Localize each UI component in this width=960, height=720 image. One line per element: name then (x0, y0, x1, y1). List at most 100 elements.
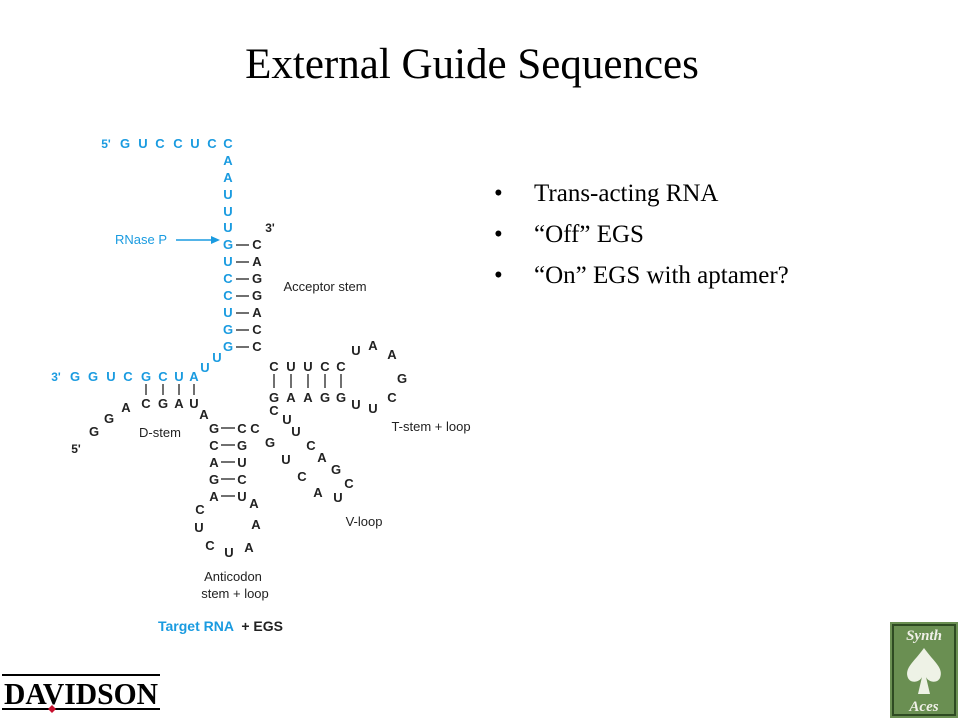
logo-red-diamond-icon (48, 705, 56, 713)
nucleotide: C (252, 237, 262, 252)
nucleotide: U (189, 396, 198, 411)
nucleotide: A (244, 540, 254, 555)
nucleotide: C (320, 359, 330, 374)
egs-trna-diagram: 5' G U C C U C C A A U U U G U C C U G G… (51, 136, 470, 634)
bullet-item: • “Off” EGS (494, 221, 789, 262)
nucleotide: A (174, 396, 184, 411)
nucleotide: G (89, 424, 99, 439)
nucleotide: G (336, 390, 346, 405)
nucleotide: U (351, 343, 360, 358)
nucleotide: U (223, 220, 232, 235)
target-rna-label: Target RNA (158, 618, 234, 634)
bullet-list: •Trans-acting RNA • “Off” EGS • “On” EGS w… (494, 180, 789, 303)
bullet-dot-icon: • (494, 262, 503, 289)
nucleotide: G (158, 396, 168, 411)
nucleotide: U (223, 254, 232, 269)
nucleotide: U (223, 187, 232, 202)
nucleotide: U (190, 136, 199, 151)
nucleotide: A (368, 338, 378, 353)
nucleotide: A (189, 369, 199, 384)
nucleotide: C (209, 438, 219, 453)
v-loop-label: V-loop (346, 514, 383, 529)
nucleotide: U (237, 455, 246, 470)
nucleotide: C (123, 369, 133, 384)
nucleotide: C (344, 476, 354, 491)
nucleotide: U (237, 489, 246, 504)
nucleotide: U (368, 401, 377, 416)
nucleotide: C (205, 538, 215, 553)
nucleotide: G (141, 369, 151, 384)
nucleotide: C (223, 288, 233, 303)
nucleotide: G (252, 288, 262, 303)
nucleotide: G (223, 339, 233, 354)
nucleotide: G (223, 237, 233, 252)
bullet-text: “On” EGS with aptamer? (534, 262, 789, 289)
nucleotide: C (237, 472, 247, 487)
anticodon-label: Anticodon (204, 569, 262, 584)
d-stem-label: D-stem (139, 425, 181, 440)
spade-icon (907, 648, 941, 694)
nucleotide: G (120, 136, 130, 151)
nucleotide: U (303, 359, 312, 374)
nucleotide: G (209, 472, 219, 487)
nucleotide: C (269, 403, 279, 418)
nucleotide: A (387, 347, 397, 362)
nucleotide: C (223, 271, 233, 286)
nucleotide: A (251, 517, 261, 532)
nucleotide: G (237, 438, 247, 453)
davidson-wordmark: DAVIDSON (4, 676, 158, 711)
nucleotide: A (249, 496, 259, 511)
guide-three-prime: 3' (51, 370, 61, 384)
slide-title: External Guide Sequences (245, 41, 699, 88)
nucleotide: U (138, 136, 147, 151)
nucleotide: G (104, 411, 114, 426)
nucleotide: C (306, 438, 316, 453)
nucleotide: C (141, 396, 151, 411)
nucleotide: A (286, 390, 296, 405)
bullet-dot-icon: • (494, 221, 503, 248)
nucleotide: A (313, 485, 323, 500)
nucleotide: A (199, 407, 209, 422)
nucleotide: G (397, 371, 407, 386)
nucleotide: A (303, 390, 313, 405)
bullet-dot-icon: • (494, 180, 503, 207)
nucleotide: C (269, 359, 279, 374)
bullet-item: •Trans-acting RNA (494, 180, 789, 221)
nucleotide: G (88, 369, 98, 384)
nucleotide: U (224, 545, 233, 560)
nucleotide: U (174, 369, 183, 384)
logo-bottom-rule (2, 708, 160, 710)
nucleotide: U (223, 305, 232, 320)
trna: 3' C A G G A C C Acceptor stem C G A U A… (71, 221, 470, 601)
nucleotide: A (223, 153, 233, 168)
guide-strand: 5' G U C C U C C A A U U U G U C C U G G… (51, 136, 233, 384)
nucleotide: C (237, 421, 247, 436)
guide-five-prime: 5' (101, 137, 111, 151)
nucleotide: G (252, 271, 262, 286)
nucleotide: C (155, 136, 165, 151)
nucleotide: U (223, 204, 232, 219)
nucleotide: C (207, 136, 217, 151)
nucleotide: C (195, 502, 205, 517)
nucleotide: U (282, 412, 291, 427)
bullet-text: “Off” EGS (534, 221, 644, 248)
nucleotide: C (173, 136, 183, 151)
nucleotide: U (351, 397, 360, 412)
nucleotide: C (252, 322, 262, 337)
nucleotide: G (320, 390, 330, 405)
nucleotide: A (209, 455, 219, 470)
nucleotide: U (194, 520, 203, 535)
nucleotide: U (291, 424, 300, 439)
nucleotide: C (336, 359, 346, 374)
nucleotide: A (209, 489, 219, 504)
nucleotide: G (269, 390, 279, 405)
anticodon-label-2: stem + loop (201, 586, 269, 601)
rnase-p-label: RNase P (115, 232, 167, 247)
trna-five-prime: 5' (71, 442, 81, 456)
t-stem-loop-label: T-stem + loop (391, 419, 470, 434)
plus-egs-label: + EGS (241, 618, 283, 634)
bullet-item: • “On” EGS with aptamer? (494, 262, 789, 303)
nucleotide: C (158, 369, 168, 384)
nucleotide: C (297, 469, 307, 484)
anticodon-bonds (221, 427, 235, 497)
